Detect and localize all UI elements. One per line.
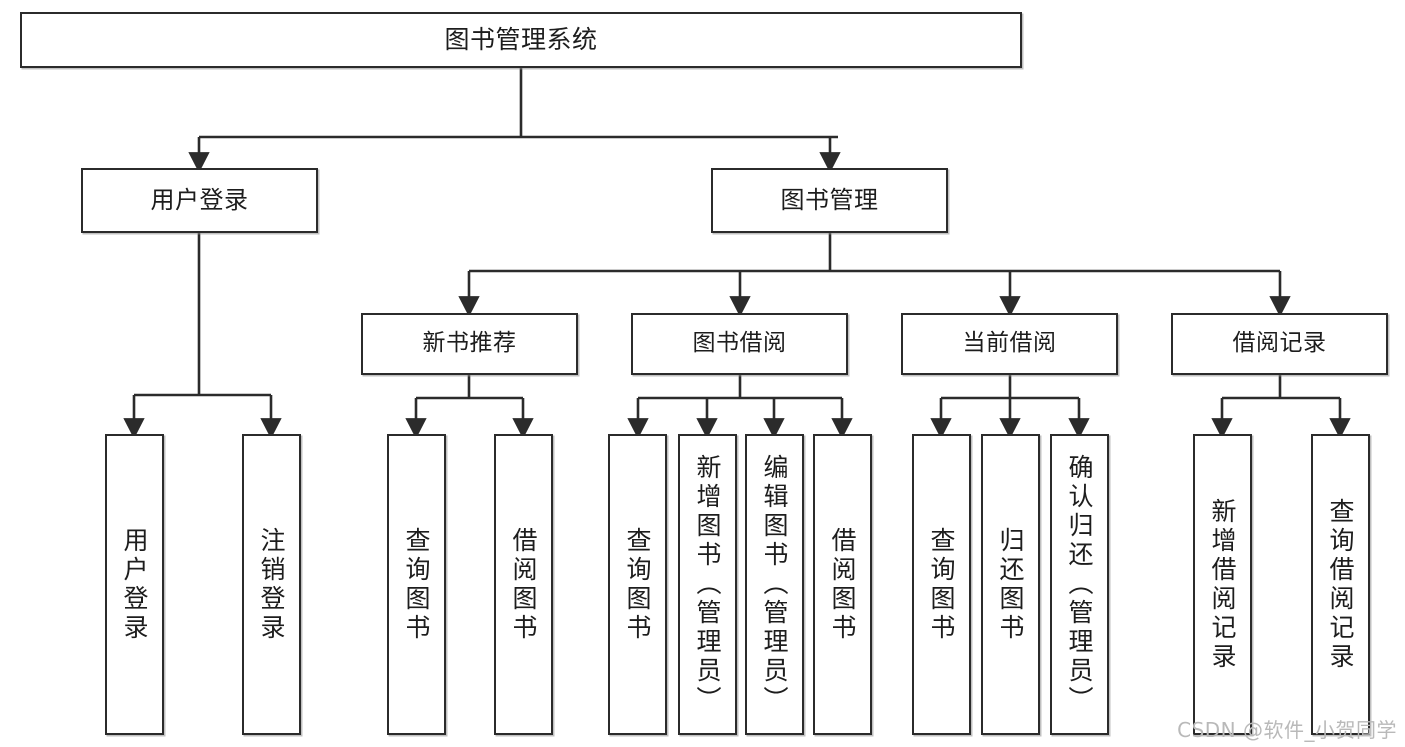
node-user-login[interactable]: 用户登录 [81,168,318,233]
node-label: 用户登录 [150,186,249,215]
node-book-borrow[interactable]: 图书借阅 [631,313,848,375]
node-label: 确认归还（管理员） [1065,454,1094,715]
node-leaf-add-borrow-record[interactable]: 新增借阅记录 [1193,434,1252,735]
node-leaf-query-borrow-record[interactable]: 查询借阅记录 [1311,434,1370,735]
node-label: 图书管理 [780,186,879,215]
node-label: 借阅图书 [828,526,857,643]
node-leaf-query-book-current[interactable]: 查询图书 [912,434,971,735]
node-label: 借阅记录 [1232,330,1327,357]
node-leaf-borrow-book[interactable]: 借阅图书 [813,434,872,735]
node-borrow-record[interactable]: 借阅记录 [1171,313,1388,375]
node-label: 归还图书 [996,526,1025,643]
node-leaf-edit-book-admin[interactable]: 编辑图书（管理员） [745,434,804,735]
node-label: 借阅图书 [509,526,538,643]
node-label: 新增图书（管理员） [693,454,722,715]
node-root-book-management-system[interactable]: 图书管理系统 [20,12,1022,68]
node-leaf-query-book-borrow[interactable]: 查询图书 [608,434,667,735]
node-label: 用户登录 [120,526,149,643]
node-leaf-return-book[interactable]: 归还图书 [981,434,1040,735]
node-label: 新增借阅记录 [1208,497,1237,672]
node-label: 图书管理系统 [444,25,598,54]
node-label: 编辑图书（管理员） [760,454,789,715]
node-label: 新书推荐 [422,330,517,357]
node-current-borrow[interactable]: 当前借阅 [901,313,1118,375]
node-label: 查询图书 [623,526,652,643]
node-label: 查询图书 [927,526,956,643]
csdn-watermark: CSDN @软件_小贺同学 [1177,718,1397,742]
node-label: 查询图书 [402,526,431,643]
node-leaf-confirm-return-admin[interactable]: 确认归还（管理员） [1050,434,1109,735]
node-book-management[interactable]: 图书管理 [711,168,948,233]
node-leaf-borrow-book-recommend[interactable]: 借阅图书 [494,434,553,735]
node-leaf-logout[interactable]: 注销登录 [242,434,301,735]
node-label: 注销登录 [257,526,286,643]
node-label: 图书借阅 [692,330,787,357]
node-leaf-add-book-admin[interactable]: 新增图书（管理员） [678,434,737,735]
node-leaf-user-login[interactable]: 用户登录 [105,434,164,735]
node-label: 查询借阅记录 [1326,497,1355,672]
node-leaf-query-book-recommend[interactable]: 查询图书 [387,434,446,735]
node-new-book-recommend[interactable]: 新书推荐 [361,313,578,375]
node-label: 当前借阅 [962,330,1057,357]
